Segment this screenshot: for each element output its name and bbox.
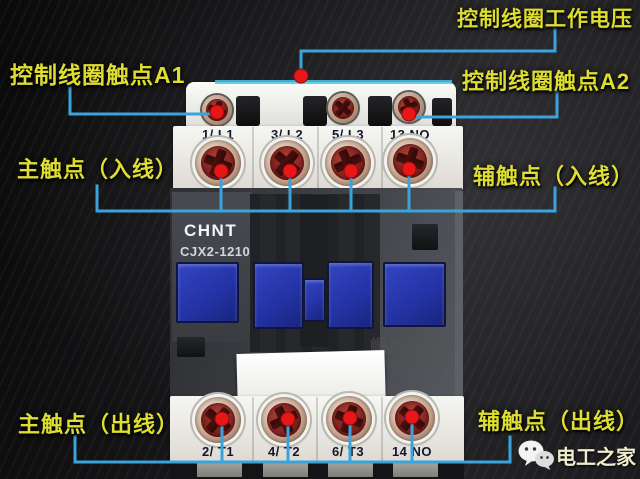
label-coil-a1: 控制线圈触点A1 (10, 62, 186, 88)
label-aux-in: 辅触点（入线） (473, 164, 635, 189)
label-coil-voltage: 控制线圈工作电压 (457, 8, 633, 31)
wechat-icon (517, 439, 555, 476)
label-main-out: 主触点（出线） (18, 412, 180, 437)
label-coil-a2: 控制线圈触点A2 (462, 69, 631, 94)
label-main-in: 主触点（入线） (17, 157, 179, 182)
label-aux-out: 辅触点（出线） (478, 409, 640, 434)
footer-brand: 电工之家 (556, 447, 636, 469)
